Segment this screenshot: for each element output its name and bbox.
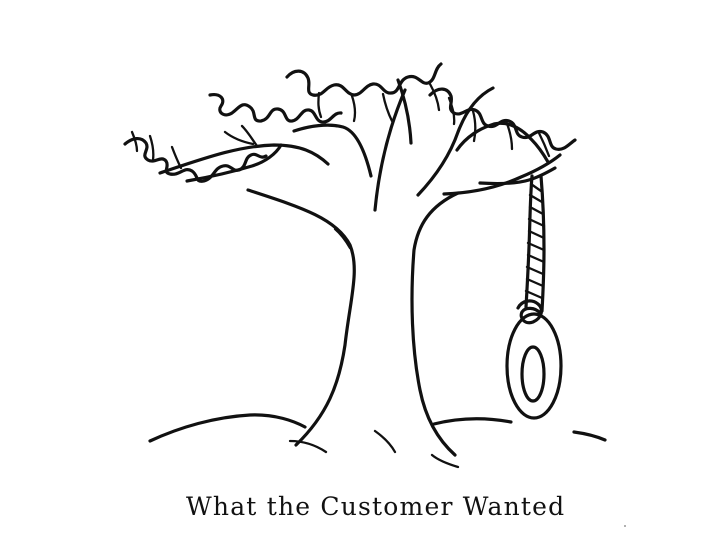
root-lines <box>288 429 460 469</box>
left-branch <box>158 143 330 175</box>
bark-mark <box>333 227 352 250</box>
center-inner-branch-left <box>292 123 373 178</box>
left-canopy-twigs <box>130 124 259 170</box>
rope-right <box>539 174 546 313</box>
ground-line <box>148 413 607 443</box>
tree <box>123 62 607 469</box>
right-canopy-twigs <box>447 96 551 158</box>
left-branch-lower <box>185 143 283 183</box>
trunk-left-outline <box>246 188 356 447</box>
tire-swing <box>505 174 563 420</box>
tire-outer <box>505 312 563 420</box>
tire-inner <box>520 345 546 403</box>
right-canopy-lower <box>455 121 557 186</box>
left-canopy-top <box>208 93 343 124</box>
slide-caption: What the Customer Wanted <box>186 492 566 521</box>
rope-twists <box>524 182 546 300</box>
center-canopy-twigs <box>317 82 441 123</box>
scan-speck <box>624 525 626 527</box>
left-canopy-outline <box>123 137 268 183</box>
center-canopy <box>285 62 443 97</box>
right-branch <box>416 86 562 197</box>
trunk-right-outline <box>373 88 460 457</box>
center-inner-branch-right <box>396 78 413 145</box>
right-canopy-outline <box>428 87 577 151</box>
rope-knot <box>516 299 544 325</box>
